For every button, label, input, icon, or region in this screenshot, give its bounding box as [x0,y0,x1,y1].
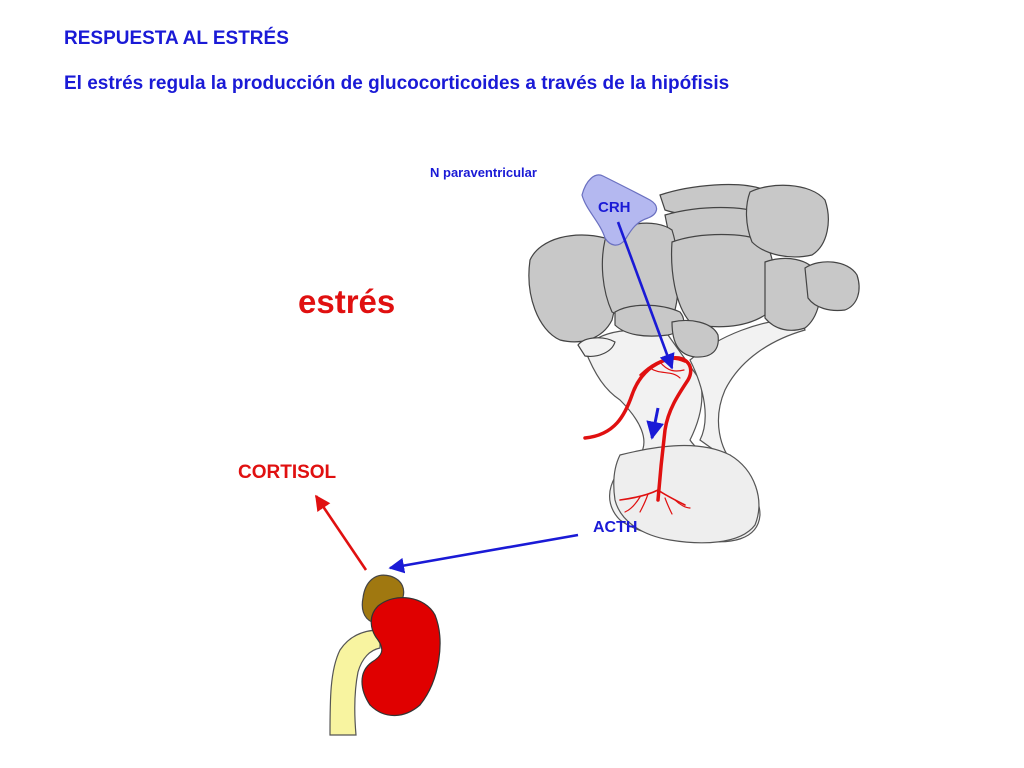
slide-title: RESPUESTA AL ESTRÉS [64,28,289,49]
cortisol-label: CORTISOL [238,462,337,483]
slide-subtitle: El estrés regula la producción de glucoc… [64,73,730,94]
crh-label: CRH [598,199,631,216]
paraventricular-nucleus [581,174,658,246]
hypothalamus [528,183,860,358]
kidney [361,597,441,717]
pituitary-gland [584,317,806,544]
pituitary-down-arrow [646,407,665,440]
acth-arrow [388,533,579,574]
paraventricular-label: N paraventricular [430,165,537,180]
adrenal-kidney [329,574,441,736]
crh-arrow [616,221,675,370]
acth-label: ACTH [593,519,638,536]
cortisol-arrow [314,494,368,571]
stress-label: estrés [298,283,396,320]
